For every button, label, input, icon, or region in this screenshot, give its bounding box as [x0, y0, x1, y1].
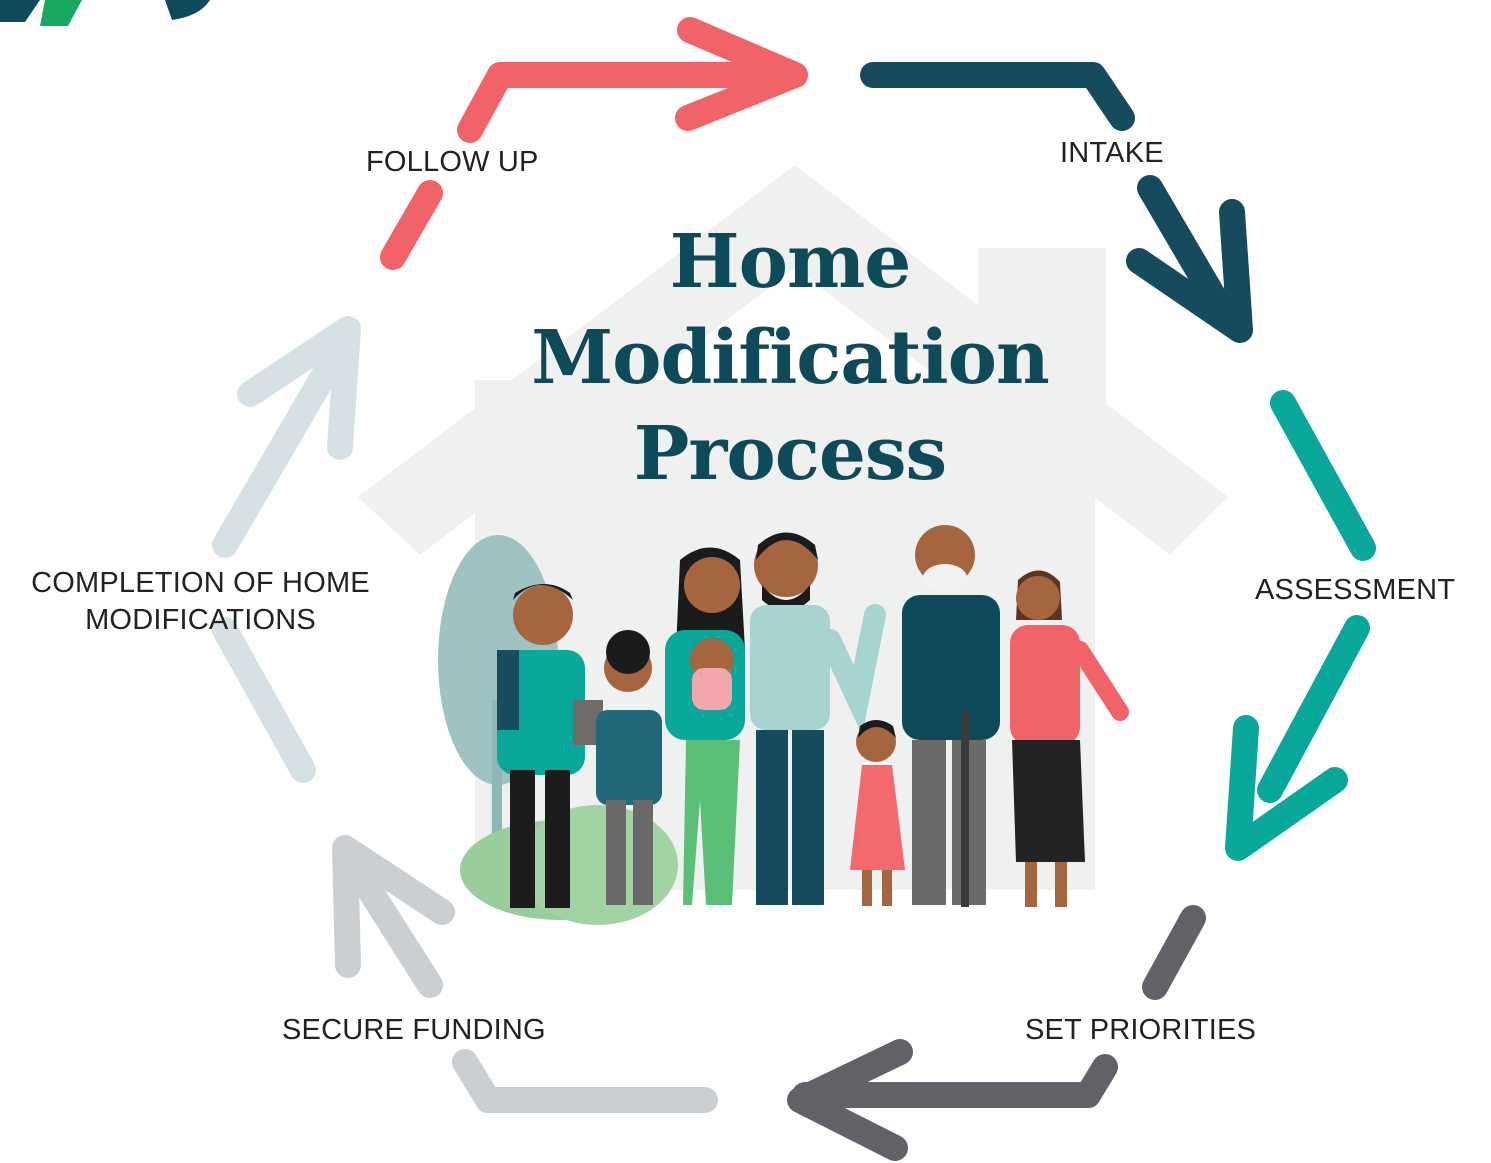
- person-small-boy: [596, 630, 662, 905]
- title-line-2: Modification: [531, 315, 1050, 401]
- person-mother: [665, 547, 745, 905]
- completion-arrow: [212, 316, 361, 783]
- person-little-girl: [850, 720, 905, 906]
- step-label-assessment: ASSESSMENT: [1255, 574, 1456, 606]
- person-grandfather: [902, 525, 1000, 907]
- diagram-title: Home Modification Process: [490, 214, 1090, 502]
- secure-funding-arrow: [332, 835, 718, 1113]
- logo-mark: [0, 0, 210, 26]
- step-label-follow-up: FOLLOW UP: [366, 146, 539, 178]
- title-line-1: Home: [669, 219, 912, 305]
- title-line-3: Process: [633, 411, 947, 497]
- family-illustration: [497, 525, 1129, 908]
- person-father: [750, 532, 886, 905]
- intake-arrow: [860, 62, 1253, 343]
- step-label-completion: COMPLETION OF HOME MODIFICATIONS: [31, 567, 370, 636]
- set-priorities-arrow: [787, 905, 1206, 1161]
- follow-up-arrow: [380, 17, 808, 270]
- assessment-arrow: [1225, 390, 1376, 861]
- step-label-intake: INTAKE: [1060, 137, 1164, 169]
- step-label-secure-funding: SECURE FUNDING: [282, 1014, 546, 1046]
- person-grandmother: [1010, 570, 1129, 907]
- step-label-set-priorities: SET PRIORITIES: [1025, 1014, 1257, 1046]
